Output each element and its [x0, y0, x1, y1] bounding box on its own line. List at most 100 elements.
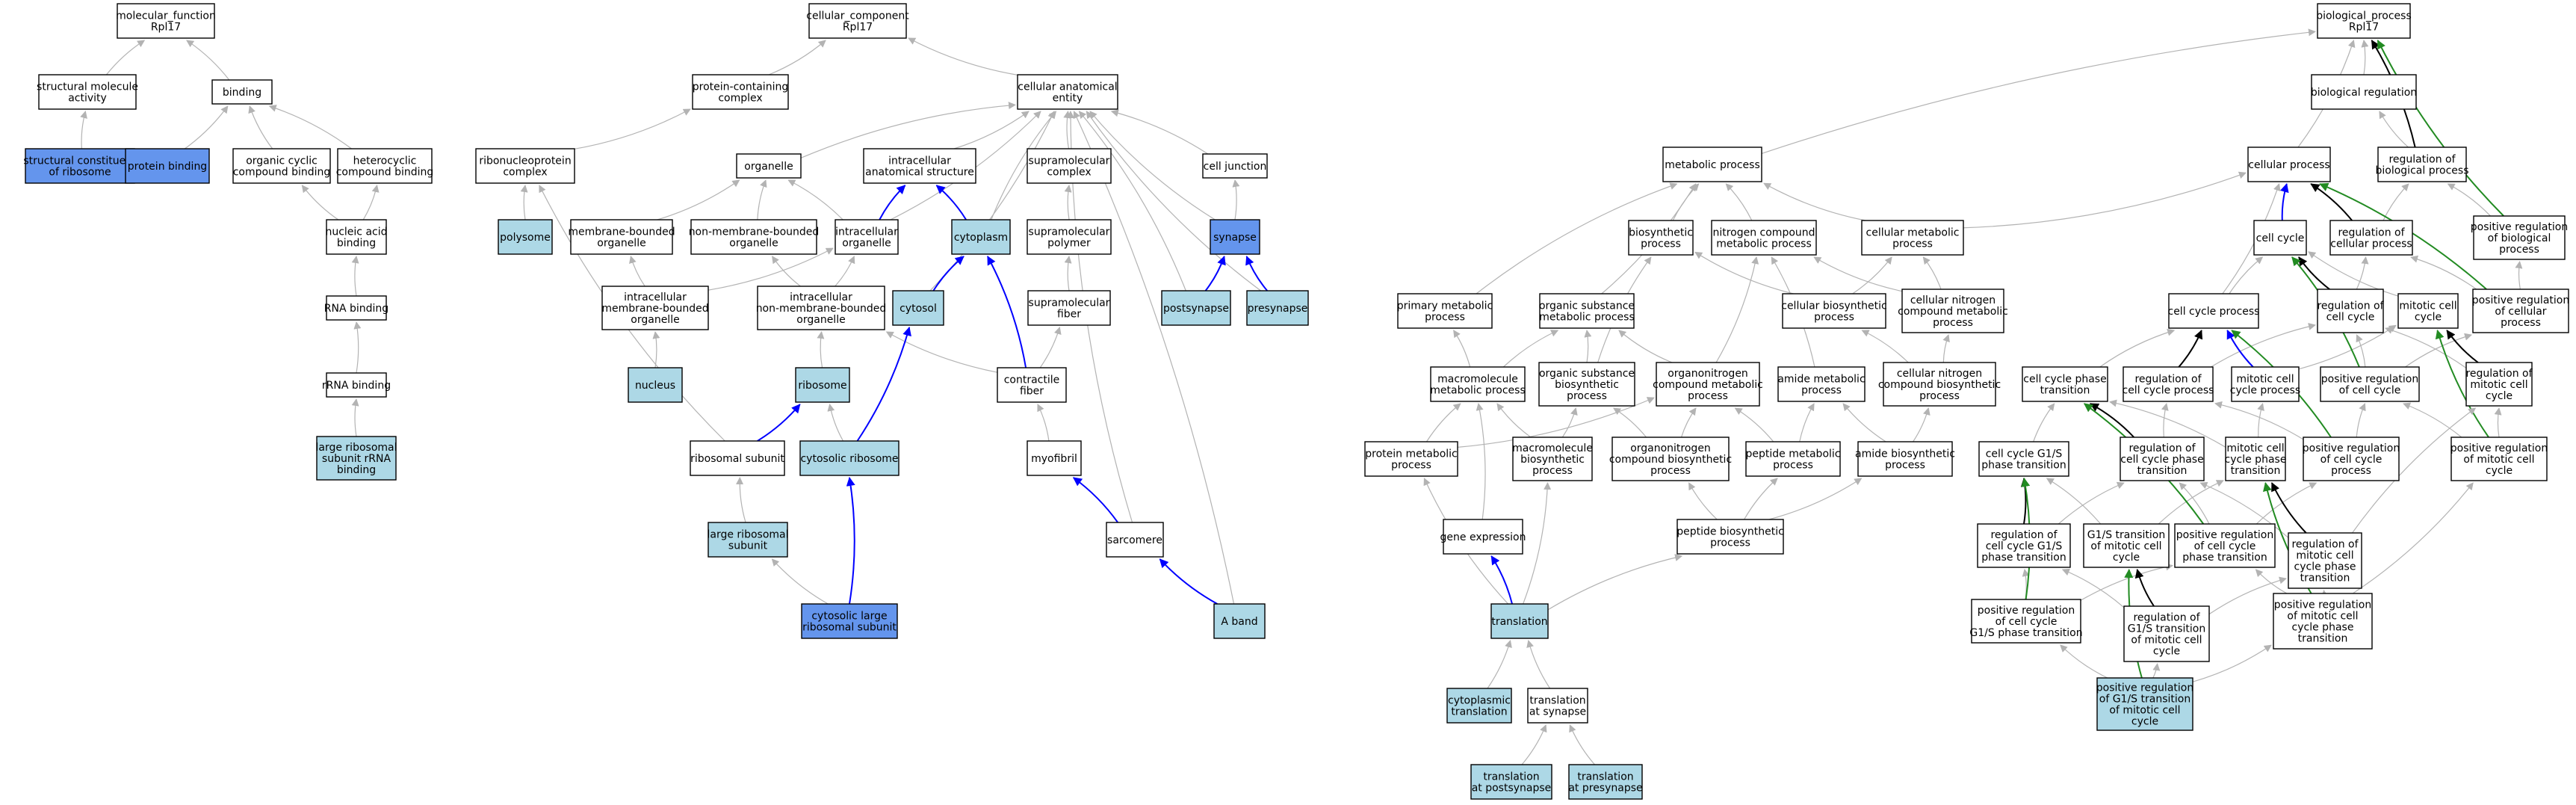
go-term-node-inmbo[interactable]: intracellularnon-membrane-boundedorganel…	[756, 286, 887, 330]
go-term-node-rnab[interactable]: RNA binding	[324, 295, 388, 321]
go-term-node-metab[interactable]: metabolic process	[1662, 146, 1762, 182]
go-term-node-cytorib[interactable]: cytosolic ribosome	[799, 440, 900, 476]
go-term-node-cellcycle[interactable]: cell cycle	[2253, 220, 2307, 256]
go-term-node-sarcomere[interactable]: sarcomere	[1106, 522, 1164, 558]
go-term-node-celljunc[interactable]: cell junction	[1202, 153, 1268, 179]
go-term-node-breg[interactable]: biological regulation	[2311, 74, 2417, 110]
go-term-node-presyn[interactable]: presynapse	[1246, 290, 1309, 326]
go-term-node-ribsub[interactable]: ribosomal subunit	[690, 440, 785, 476]
go-term-node-organelle[interactable]: organelle	[736, 153, 802, 179]
go-term-node-translation[interactable]: translation	[1490, 603, 1549, 639]
go-term-label: rRNA binding	[322, 380, 391, 392]
go-term-label: G1/S phase transition	[1969, 627, 2082, 639]
go-term-node-myofibril[interactable]: myofibril	[1027, 440, 1082, 476]
go-term-node-rrnab[interactable]: rRNA binding	[322, 372, 391, 398]
go-term-node-ribosome[interactable]: ribosome	[795, 367, 850, 403]
go-term-node-cytosol[interactable]: cytosol	[892, 290, 944, 326]
go-term-node-geneexp[interactable]: gene expression	[1440, 519, 1526, 555]
go-term-node-postsyn[interactable]: postsynapse	[1161, 290, 1231, 326]
go-term-node-aband[interactable]: A band	[1213, 603, 1266, 639]
go-term-node-cytoplasm[interactable]: cytoplasm	[951, 219, 1011, 255]
go-term-node-protbind[interactable]: protein binding	[125, 148, 210, 184]
go-term-box	[570, 219, 673, 255]
go-term-node-cellproc[interactable]: cellular process	[2247, 146, 2331, 182]
go-term-node-polysome[interactable]: polysome	[498, 219, 553, 255]
go-term-node-binding[interactable]: binding	[211, 79, 273, 105]
go-term-label: cytosolic ribosome	[800, 453, 898, 465]
go-term-node-nucleus[interactable]: nucleus	[628, 367, 683, 403]
go-term-node-synapse[interactable]: synapse	[1210, 219, 1260, 255]
go-term-node-ccp[interactable]: cell cycle process	[2168, 293, 2260, 329]
